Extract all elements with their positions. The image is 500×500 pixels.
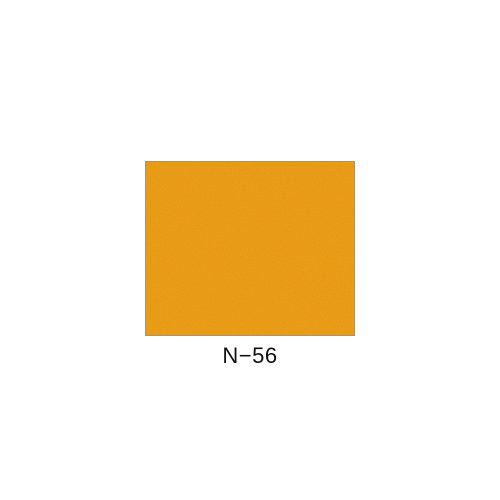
color-swatch <box>145 161 355 336</box>
swatch-texture <box>146 162 354 335</box>
swatch-code-label: N−56 <box>222 343 278 368</box>
